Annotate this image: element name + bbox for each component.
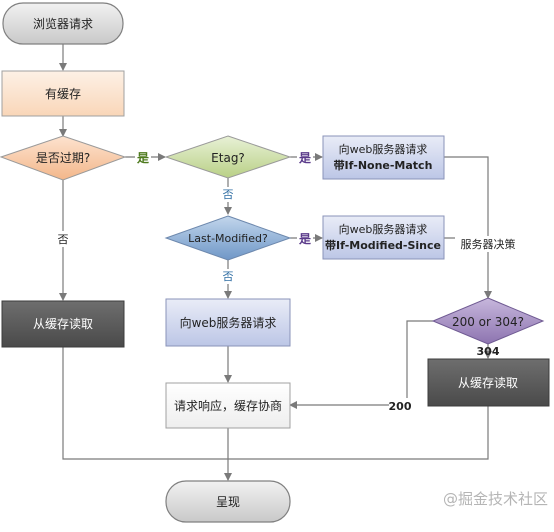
node-expired-label: 是否过期?: [36, 151, 90, 165]
node-etag-decision: Etag?: [164, 135, 292, 179]
edge-inm-to-decision: [444, 156, 492, 299]
node-request-server: 向web服务器请求: [165, 298, 291, 347]
edge-left-cache-merge: [62, 347, 228, 460]
label-etag-yes: 是: [298, 151, 312, 165]
node-read-cache-left-label: 从缓存读取: [33, 317, 93, 331]
node-request-inm: 向web服务器请求 带If-None-Match: [322, 135, 445, 180]
node-request-ims-line1: 向web服务器请求: [339, 222, 428, 236]
watermark: @掘金技术社区: [443, 490, 548, 508]
node-code-label: 200 or 304?: [452, 315, 524, 329]
label-etag-no: 否: [223, 188, 234, 201]
edge-right-cache-merge: [228, 406, 489, 460]
node-end-label: 呈现: [216, 495, 240, 509]
node-code-decision: 200 or 304?: [431, 297, 545, 345]
node-response-negotiate: 请求响应，缓存协商: [165, 382, 291, 429]
node-request-server-label: 向web服务器请求: [180, 315, 277, 330]
node-read-cache-left: 从缓存读取: [1, 300, 125, 348]
node-expired-decision: 是否过期?: [0, 135, 127, 181]
node-has-cache-label: 有缓存: [45, 87, 81, 101]
node-request-ims-line2: 带If-Modified-Since: [325, 238, 441, 252]
node-last-modified-label: Last-Modified?: [188, 232, 268, 245]
node-end: 呈现: [165, 480, 291, 523]
node-start-label: 浏览器请求: [33, 16, 93, 31]
node-response-label: 请求响应，缓存协商: [174, 398, 282, 413]
edge-200: [289, 320, 433, 409]
label-lm-yes: 是: [298, 232, 312, 246]
label-expired-yes: 是: [136, 151, 150, 165]
label-200: 200: [389, 400, 412, 413]
label-server-decides: 服务器决策: [461, 237, 516, 251]
edge-labels: 是 否 是 否 是 否 服务器决策 304 200: [55, 149, 521, 413]
node-etag-label: Etag?: [211, 151, 245, 165]
label-expired-no: 否: [58, 233, 69, 246]
node-request-inm-line1: 向web服务器请求: [339, 142, 428, 156]
node-start: 浏览器请求: [2, 2, 124, 45]
node-request-ims: 向web服务器请求 带If-Modified-Since: [322, 215, 445, 260]
label-304: 304: [477, 345, 500, 358]
label-lm-no: 否: [223, 270, 234, 283]
node-read-cache-right-label: 从缓存读取: [458, 376, 518, 390]
connectors: [59, 44, 492, 481]
node-request-inm-line2: 带If-None-Match: [334, 158, 433, 172]
node-read-cache-right: 从缓存读取: [427, 358, 550, 407]
node-last-modified-decision: Last-Modified?: [164, 215, 292, 261]
node-has-cache: 有缓存: [1, 70, 125, 117]
